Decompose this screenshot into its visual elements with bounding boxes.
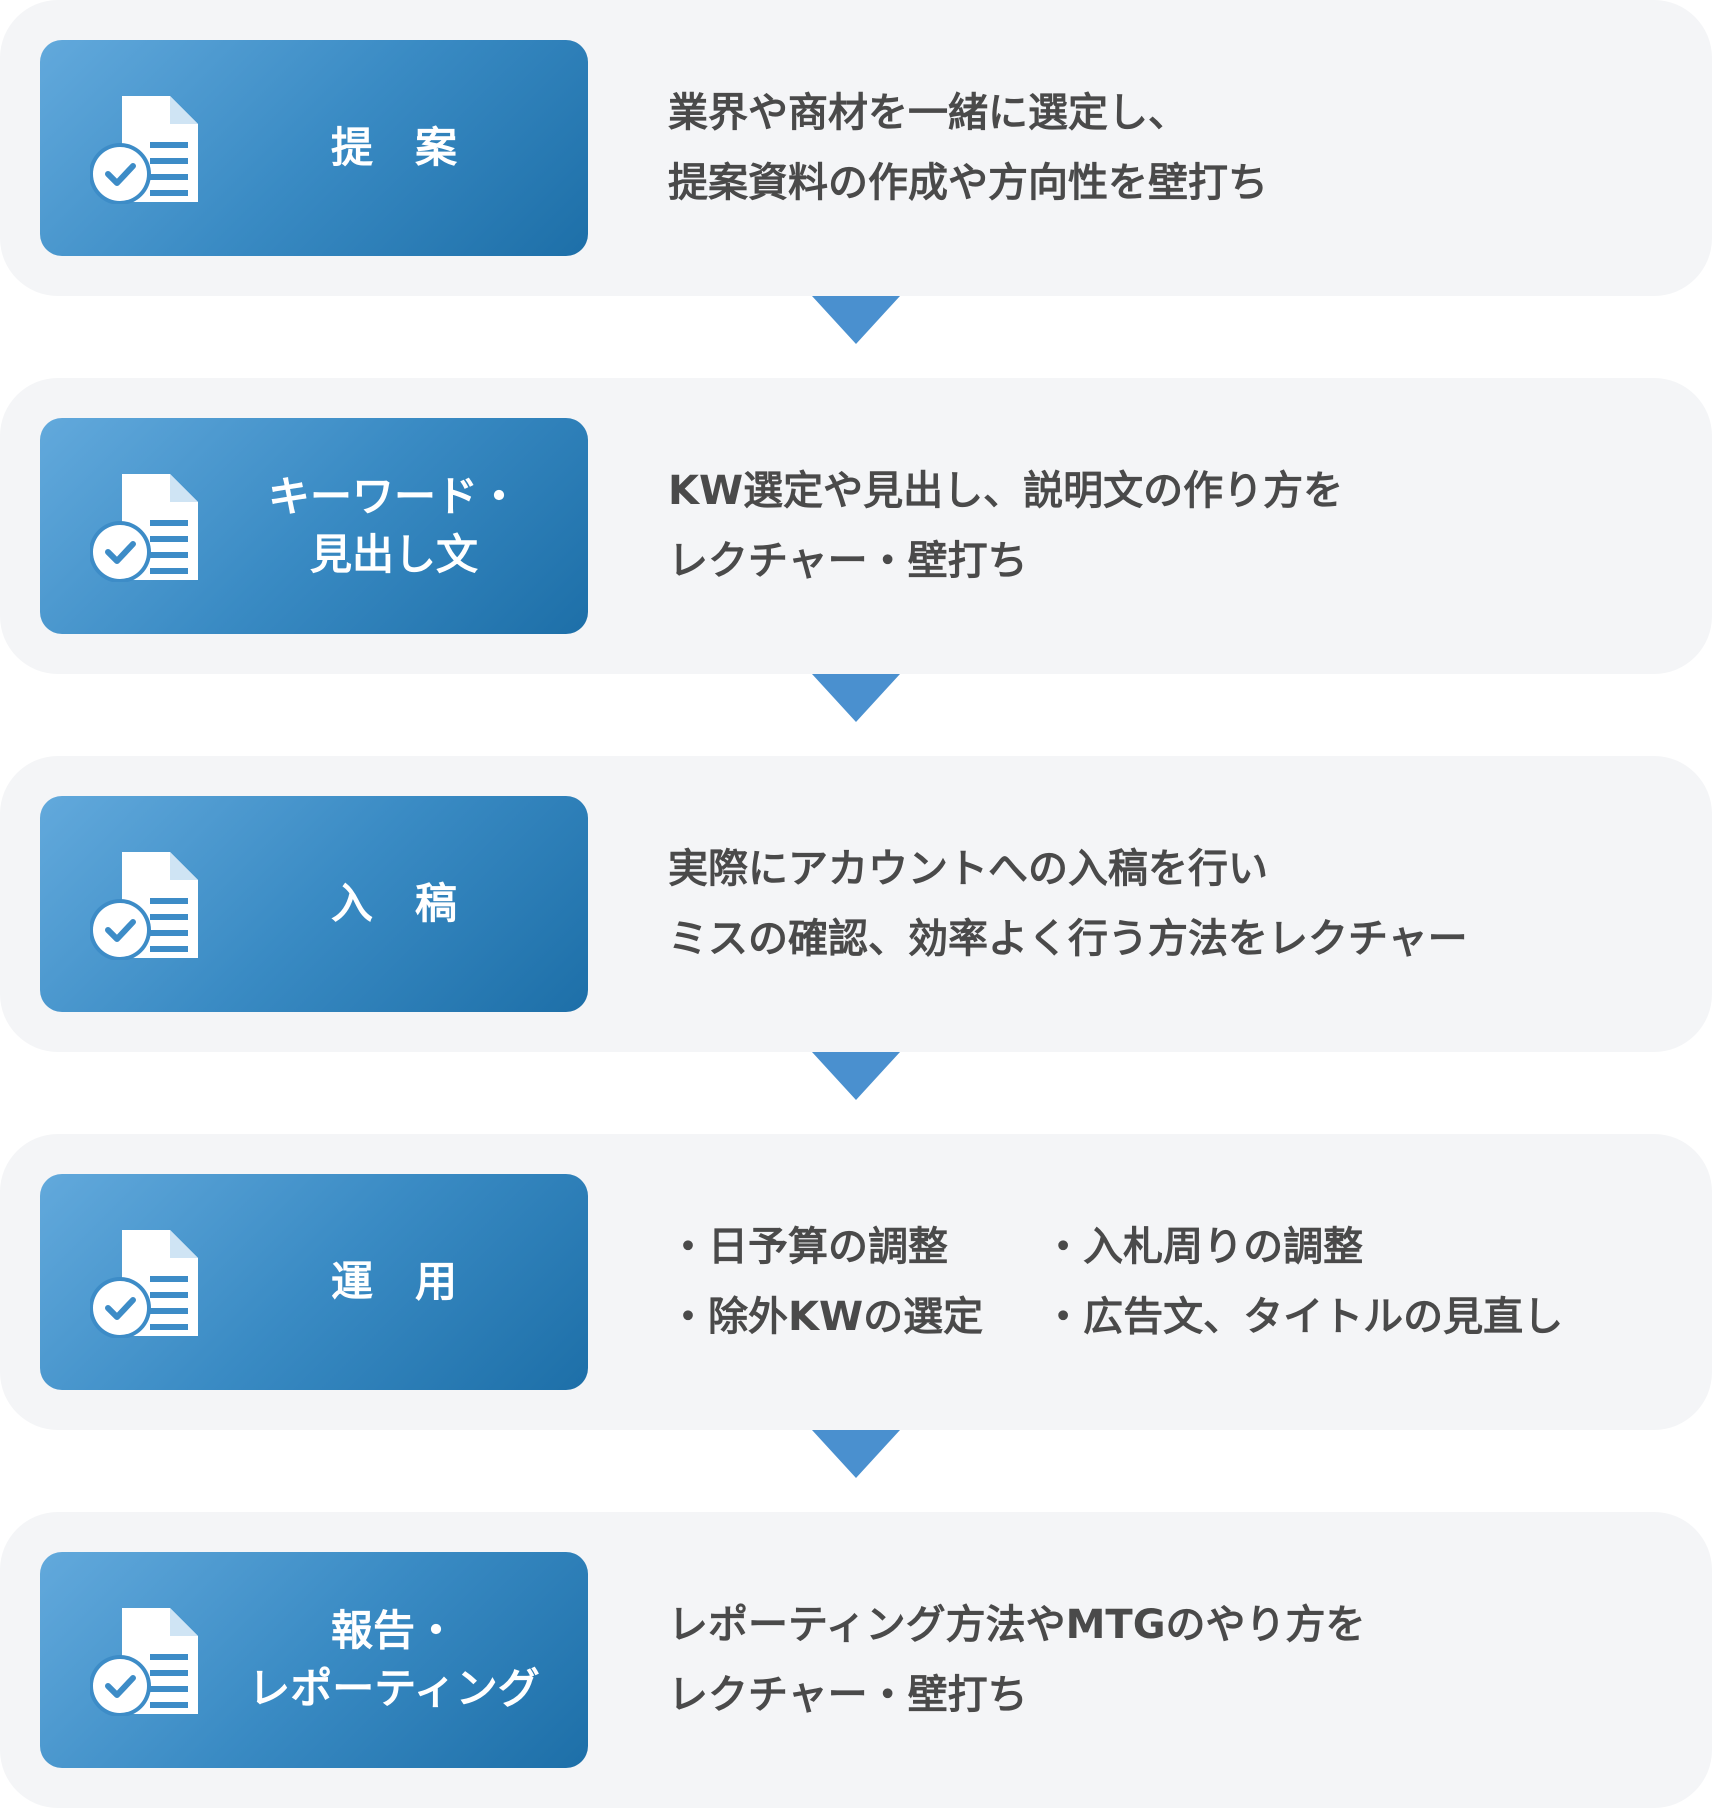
bullet-item: ・日予算の調整 xyxy=(668,1224,948,1270)
arrow-down-icon xyxy=(812,674,900,722)
step-title-line: キーワード・ xyxy=(267,472,520,521)
step-label-submission: 入 稿 xyxy=(40,796,588,1012)
bullet-item: ・入札周りの調整 xyxy=(1043,1224,1364,1270)
step-title: キーワード・ 見出し文 xyxy=(210,418,578,634)
description-line: レクチャー・壁打ち xyxy=(668,1672,1028,1718)
step-card-reporting: 報告・ レポーティング レポーティング方法やMTGのやり方を レクチャー・壁打ち xyxy=(0,1512,1712,1808)
description-line: 提案資料の作成や方向性を壁打ち xyxy=(668,160,1268,206)
step-title-line: 報告・ xyxy=(330,1606,457,1655)
document-check-icon xyxy=(90,1228,200,1338)
step-label-reporting: 報告・ レポーティング xyxy=(40,1552,588,1768)
arrow-down-icon xyxy=(812,1052,900,1100)
step-description: 業界や商材を一緒に選定し、 提案資料の作成や方向性を壁打ち xyxy=(668,0,1268,296)
step-description: KW選定や見出し、説明文の作り方を レクチャー・壁打ち xyxy=(668,378,1343,674)
step-card-submission: 入 稿 実際にアカウントへの入稿を行い ミスの確認、効率よく行う方法をレクチャー xyxy=(0,756,1712,1052)
step-title: 入 稿 xyxy=(330,879,457,928)
description-line: レクチャー・壁打ち xyxy=(668,538,1028,584)
document-check-icon xyxy=(90,1606,200,1716)
description-line: KW選定や見出し、説明文の作り方を xyxy=(668,468,1344,514)
document-check-icon xyxy=(90,472,200,582)
bullet-column-right: ・入札周りの調整 ・広告文、タイトルの見直し xyxy=(1043,1212,1563,1352)
step-title-line: 見出し文 xyxy=(309,530,478,579)
description-line: ミスの確認、効率よく行う方法をレクチャー xyxy=(668,916,1468,962)
arrow-down-icon xyxy=(812,296,900,344)
step-label-keyword: キーワード・ 見出し文 xyxy=(40,418,588,634)
document-check-icon xyxy=(90,850,200,960)
step-title: 提 案 xyxy=(330,123,457,172)
step-title: 報告・ レポーティング xyxy=(210,1552,578,1768)
bullet-item: ・除外KWの選定 xyxy=(668,1294,984,1340)
arrow-down-icon xyxy=(812,1430,900,1478)
step-label-proposal: 提 案 xyxy=(40,40,588,256)
bullet-column-left: ・日予算の調整 ・除外KWの選定 xyxy=(668,1212,983,1352)
step-card-operation: 運 用 ・日予算の調整 ・除外KWの選定 ・入札周りの調整 ・広告文、タイトルの… xyxy=(0,1134,1712,1430)
step-card-keyword: キーワード・ 見出し文 KW選定や見出し、説明文の作り方を レクチャー・壁打ち xyxy=(0,378,1712,674)
step-description: 実際にアカウントへの入稿を行い ミスの確認、効率よく行う方法をレクチャー xyxy=(668,756,1468,1052)
step-title-line: レポーティング xyxy=(248,1664,540,1713)
step-label-operation: 運 用 xyxy=(40,1174,588,1390)
description-line: 業界や商材を一緒に選定し、 xyxy=(668,90,1188,136)
description-line: 実際にアカウントへの入稿を行い xyxy=(668,846,1268,892)
step-title: 運 用 xyxy=(330,1257,457,1306)
step-bullets: ・日予算の調整 ・除外KWの選定 ・入札周りの調整 ・広告文、タイトルの見直し xyxy=(668,1134,1563,1430)
description-line: レポーティング方法やMTGのやり方を xyxy=(668,1602,1366,1648)
document-check-icon xyxy=(90,94,200,204)
bullet-item: ・広告文、タイトルの見直し xyxy=(1043,1294,1564,1340)
step-card-proposal: 提 案 業界や商材を一緒に選定し、 提案資料の作成や方向性を壁打ち xyxy=(0,0,1712,296)
step-description: レポーティング方法やMTGのやり方を レクチャー・壁打ち xyxy=(668,1512,1366,1808)
